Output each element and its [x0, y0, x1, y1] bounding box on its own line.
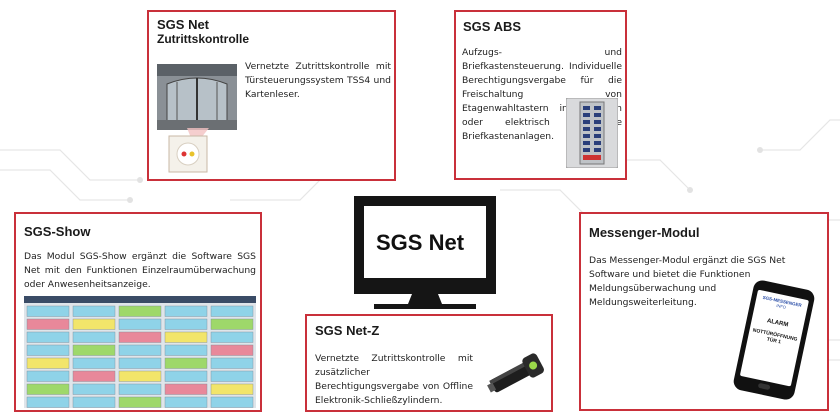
room-status-tile [210, 344, 254, 356]
sgs-net-description: Vernetzte Zutrittskontrolle mit Türsteue… [245, 61, 391, 100]
sgs-net-z-description: Vernetzte Zutrittskontrolle mit zusätzli… [315, 353, 473, 406]
sgs-net-title: SGS Net [157, 17, 210, 32]
room-status-tile [72, 305, 116, 317]
sgs-abs-description: Aufzugs- und Briefkastensteuerung. Indiv… [462, 47, 622, 142]
room-status-tile [72, 331, 116, 343]
lock-cylinder-image [487, 353, 544, 393]
room-status-tile [210, 370, 254, 382]
sgs-show-title: SGS-Show [24, 224, 91, 239]
room-status-tile [118, 396, 162, 408]
sgs-abs-title: SGS ABS [463, 19, 522, 34]
monitor-stand [354, 286, 496, 309]
room-status-tile [164, 331, 208, 343]
sgs-net-z-title: SGS Net-Z [315, 323, 380, 338]
room-status-tile [26, 305, 70, 317]
sgs-net-subtitle: Zutrittskontrolle [157, 32, 249, 46]
room-status-tile [164, 305, 208, 317]
room-status-tile [72, 357, 116, 369]
card-reader-image [168, 128, 209, 173]
room-status-tile [164, 357, 208, 369]
room-status-tile [118, 357, 162, 369]
room-status-tile [164, 396, 208, 408]
room-status-tile [210, 383, 254, 395]
messenger-card: Messenger-Modul Das Messenger-Modul ergä… [579, 212, 829, 411]
room-status-tile [118, 383, 162, 395]
sgs-show-description: Das Modul SGS-Show ergänzt die Software … [24, 251, 256, 290]
sgs-net-card: SGS Net Zutrittskontrolle Vernetzte Zutr… [147, 10, 396, 181]
revolving-door-image [157, 64, 237, 130]
room-status-tile [26, 370, 70, 382]
room-status-tile [118, 305, 162, 317]
messenger-description: Das Messenger-Modul ergänzt die SGS Net … [589, 255, 786, 308]
room-status-tile [210, 357, 254, 369]
room-status-tile [26, 396, 70, 408]
room-status-tile [26, 344, 70, 356]
room-status-tile [72, 396, 116, 408]
room-status-tile [26, 357, 70, 369]
phone-button [757, 382, 771, 391]
sgs-show-card: SGS-Show Das Modul SGS-Show ergänzt die … [14, 212, 262, 412]
messenger-title: Messenger-Modul [589, 225, 700, 240]
room-status-tile [164, 344, 208, 356]
room-status-tile [164, 370, 208, 382]
room-status-tile [210, 396, 254, 408]
room-status-tile [164, 318, 208, 330]
room-status-tile [72, 383, 116, 395]
sgs-abs-card: SGS ABS Aufzugs- und Briefkastensteuerun… [454, 10, 627, 180]
room-status-tile [164, 383, 208, 395]
room-status-tile [26, 331, 70, 343]
monitor-title: SGS Net [376, 230, 465, 255]
phone-screen: SGS-MESSENGER INFO ALARM NOTTÜRÖFFNUNG T… [739, 289, 809, 387]
room-status-tile [72, 344, 116, 356]
elevator-panel-image [566, 98, 618, 168]
monitor-screen [354, 196, 496, 288]
room-status-screenshot [24, 296, 256, 408]
room-status-tile [118, 344, 162, 356]
sgs-net-z-card: SGS Net-Z Vernetzte Zutrittskontrolle mi… [305, 314, 553, 412]
room-status-tile [26, 383, 70, 395]
room-status-tile [118, 318, 162, 330]
room-status-tile [72, 370, 116, 382]
room-status-tile [210, 331, 254, 343]
room-status-tile [72, 318, 116, 330]
room-status-tile [210, 305, 254, 317]
room-status-tile [26, 318, 70, 330]
room-status-tile [118, 370, 162, 382]
room-status-tile [118, 331, 162, 343]
room-status-tile [210, 318, 254, 330]
